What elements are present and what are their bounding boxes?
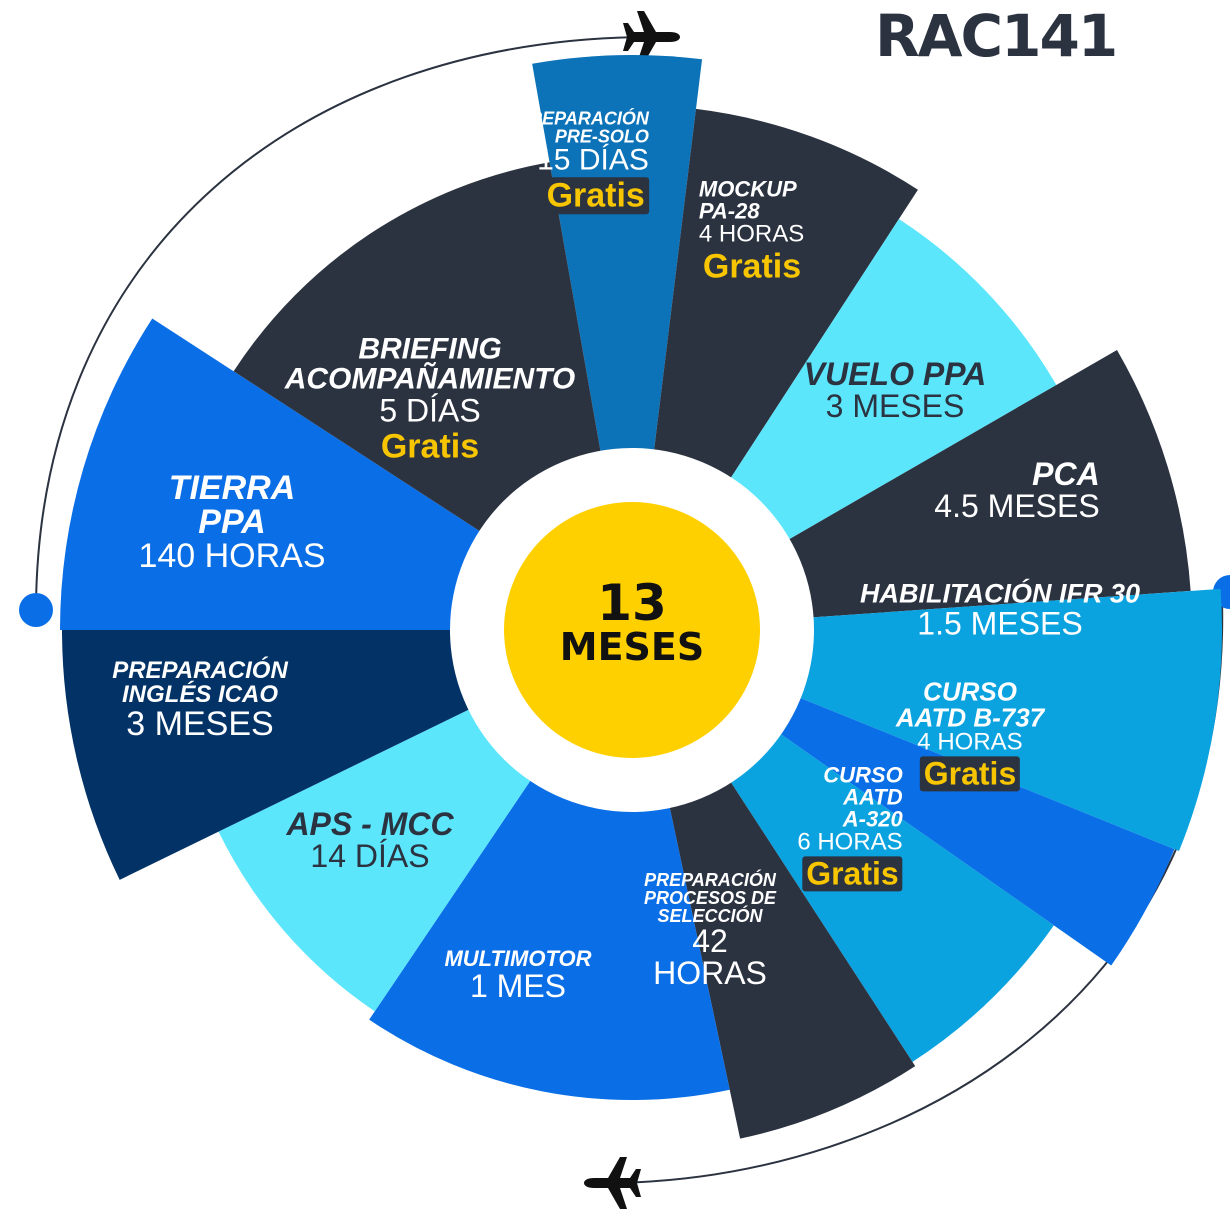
- segment-title: SELECCIÓN: [657, 906, 763, 926]
- segment-duration: HORAS: [653, 955, 767, 991]
- segment-duration: 1.5 MESES: [917, 605, 1083, 642]
- segment-title: HABILITACIÓN IFR 30: [859, 578, 1141, 609]
- segment-title: PREPARACIÓN: [517, 108, 649, 129]
- timeline-dot-left: [19, 593, 53, 627]
- segment-title: MOCKUP: [698, 176, 797, 202]
- free-badge: Gratis: [542, 176, 649, 215]
- free-badge: Gratis: [802, 856, 903, 892]
- segment-title: A-320: [842, 806, 903, 832]
- total-duration: 13 MESES: [560, 578, 704, 666]
- segment-duration: 15 DÍAS: [537, 143, 649, 177]
- segment-title: PREPARACIÓN: [112, 657, 288, 684]
- brand-title: RAC141: [875, 2, 1118, 70]
- free-badge: Gratis: [380, 427, 480, 466]
- segment-title: CURSO: [923, 676, 1017, 707]
- segment-duration: 3 MESES: [126, 705, 274, 743]
- total-number: 13: [597, 574, 667, 632]
- center-disc: [504, 502, 760, 758]
- segment-title: PRE-SOLO: [554, 126, 649, 147]
- segment-duration: 6 HORAS: [797, 828, 903, 856]
- segment-title: MULTIMOTOR: [444, 946, 592, 971]
- segment-duration: 4.5 MESES: [934, 488, 1100, 524]
- plane-icon-top: [623, 11, 680, 63]
- segment-title: PCA: [1032, 456, 1100, 492]
- timeline-arc-top: [35, 36, 646, 606]
- segment-duration: 14 DÍAS: [310, 838, 430, 874]
- segment-duration: 140 HORAS: [138, 537, 326, 575]
- segment-title: TIERRA: [168, 469, 296, 507]
- segment-title: AATD B-737: [895, 702, 1045, 733]
- segment-duration: 42: [692, 923, 728, 959]
- segment-duration: 4 HORAS: [698, 220, 805, 248]
- segment-duration: 3 MESES: [825, 388, 965, 424]
- segment-title: ACOMPAÑAMIENTO: [284, 362, 576, 396]
- segment-title: PPA: [198, 503, 266, 541]
- segment-title: BRIEFING: [358, 332, 502, 366]
- segment-title: AATD: [843, 784, 903, 810]
- segment-title: CURSO: [823, 762, 903, 788]
- segment-title: VUELO PPA: [803, 356, 987, 392]
- free-badge: Gratis: [702, 247, 802, 286]
- free-badge: Gratis: [919, 756, 1021, 792]
- segment-title: APS - MCC: [286, 806, 454, 842]
- segment-title: PA-28: [698, 198, 760, 224]
- total-unit: MESES: [559, 625, 705, 669]
- segment-title: PROCESOS DE: [643, 888, 777, 908]
- segment-duration: 1 MES: [469, 968, 567, 1004]
- segment-title: PREPARACIÓN: [644, 870, 776, 890]
- segment-duration: 4 HORAS: [917, 728, 1023, 756]
- segment-duration: 5 DÍAS: [379, 392, 481, 429]
- plane-icon-bottom: [584, 1157, 641, 1209]
- segment-title: INGLÉS ICAO: [121, 681, 279, 708]
